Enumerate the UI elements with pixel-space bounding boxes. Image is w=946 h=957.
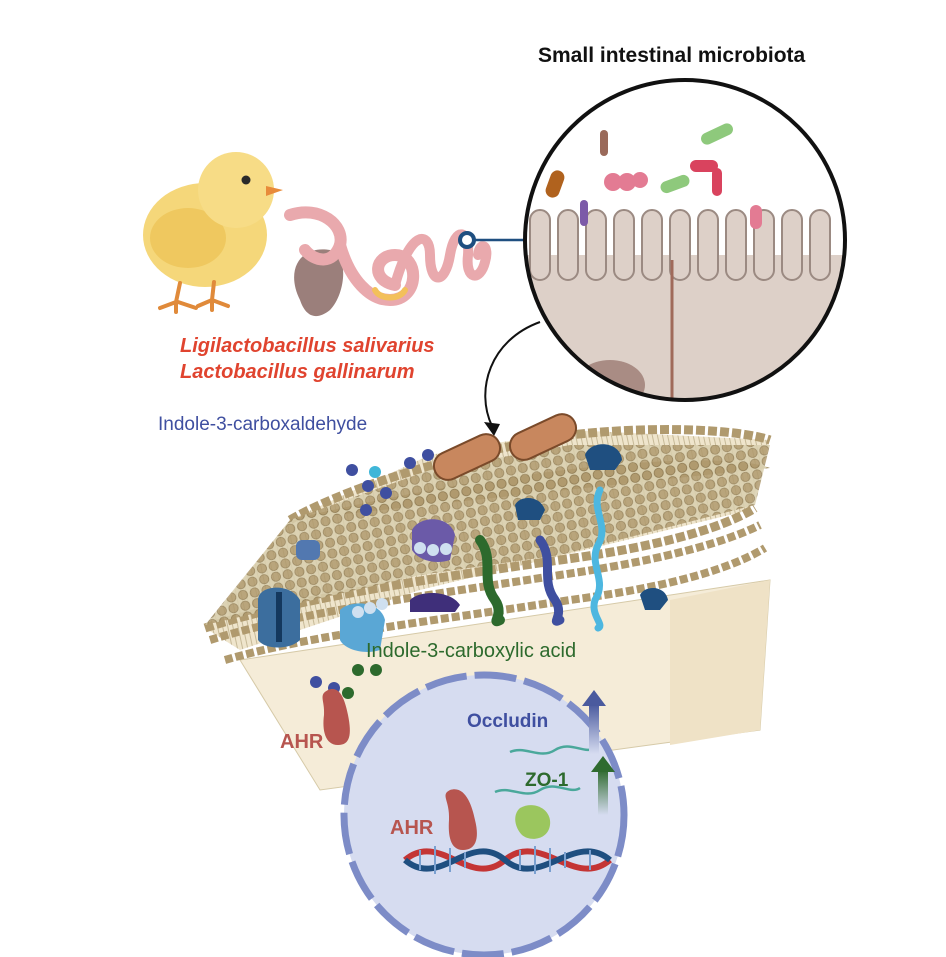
- ahr-protein: [322, 689, 350, 745]
- bacterium-icon: [545, 123, 762, 229]
- species-label-1: Ligilactobacillus salivarius: [180, 335, 435, 357]
- villi: [529, 209, 831, 281]
- membrane-proteins: [258, 444, 668, 652]
- cell-membrane: [203, 425, 772, 664]
- figure-title: Small intestinal microbiota: [538, 44, 806, 67]
- zo1-label: ZO-1: [525, 770, 569, 791]
- intestine-illustration: [284, 206, 525, 317]
- up-arrow-icon: [582, 690, 615, 815]
- occludin-label: Occludin: [467, 711, 549, 732]
- curved-arrow-icon: [484, 321, 541, 427]
- ahr-cytoplasm-label: AHR: [280, 731, 324, 753]
- bacterium-icon: [432, 413, 578, 481]
- acid-label: Indole-3-carboxylic acid: [366, 640, 577, 662]
- chick-illustration: [143, 152, 283, 314]
- ahr-nucleus-label: AHR: [390, 817, 434, 839]
- nucleus: [340, 671, 628, 957]
- dna-helix-icon: [403, 846, 612, 874]
- indole-molecules: [346, 449, 434, 516]
- zoom-circle: [523, 78, 847, 402]
- indole-label: Indole-3-carboxaldehyde: [158, 414, 368, 435]
- species-label-2: Lactobacillus gallinarum: [180, 361, 415, 383]
